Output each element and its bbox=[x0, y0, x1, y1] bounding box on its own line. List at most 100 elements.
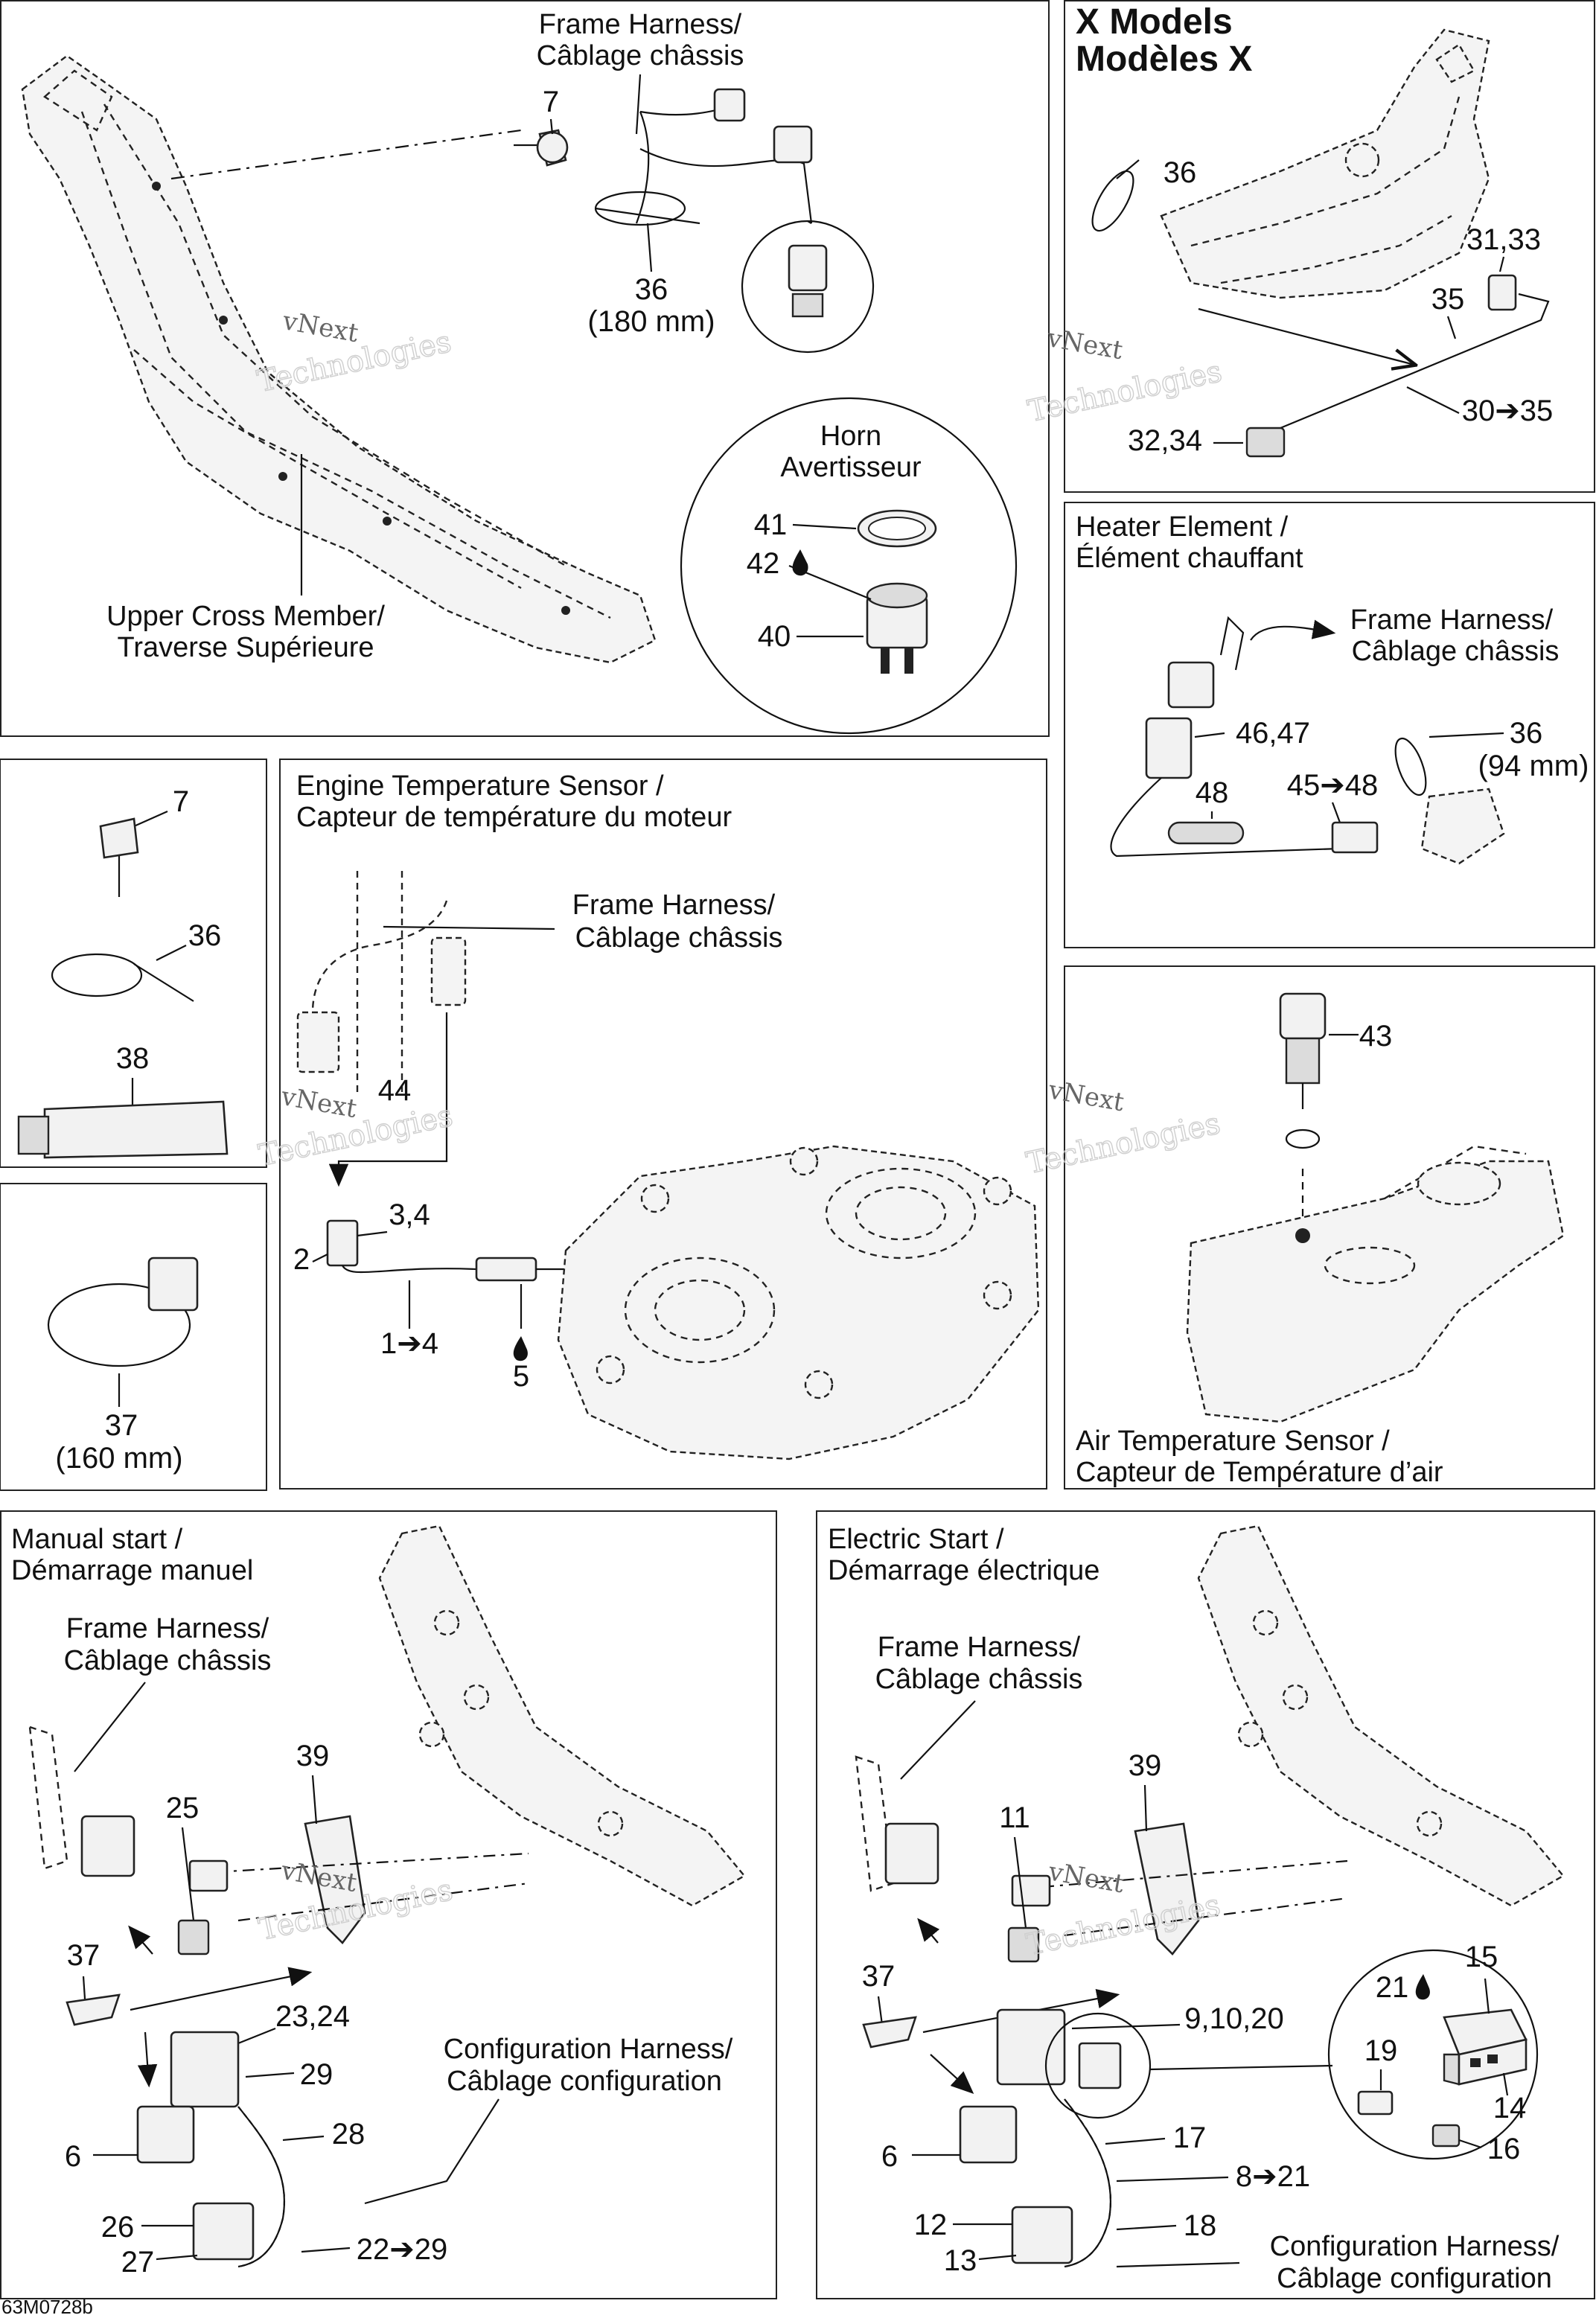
engine-callout-1-4: 1➔4 bbox=[380, 1327, 438, 1360]
x-models-title-fr: Modèles X bbox=[1076, 39, 1252, 79]
horn-detail bbox=[680, 397, 1018, 735]
svg-text:vNext: vNext bbox=[1044, 323, 1126, 365]
manual-harness-label-fr: Câblage châssis bbox=[64, 1645, 272, 1676]
heater-title: Heater Element / bbox=[1076, 511, 1289, 543]
heater-callout-48: 48 bbox=[1196, 776, 1229, 809]
electric-config-label-fr: Câblage configuration bbox=[1277, 2263, 1552, 2294]
engine-callout-3-4: 3,4 bbox=[389, 1198, 430, 1231]
manual-callout-29: 29 bbox=[300, 2058, 333, 2091]
heater-callout-36: 36 bbox=[1510, 717, 1543, 750]
grease-drop-icon bbox=[1415, 1974, 1430, 2000]
engine-temp-title: Engine Temperature Sensor / bbox=[296, 770, 664, 802]
manual-callout-39: 39 bbox=[296, 1740, 330, 1772]
air-callout-43: 43 bbox=[1359, 1020, 1393, 1053]
panel-manual-start: Manual start / Démarrage manuel Frame Ha… bbox=[0, 1510, 777, 2299]
engine-callout-44: 44 bbox=[378, 1074, 412, 1107]
air-temp-title: Air Temperature Sensor / bbox=[1076, 1425, 1390, 1457]
panel-frame-harness: Frame Harness/ Câblage châssis 7 36 (180… bbox=[0, 0, 1050, 737]
panel-engine-temp: Engine Temperature Sensor / Capteur de t… bbox=[255, 759, 1047, 1490]
callout-41: 41 bbox=[754, 508, 788, 541]
panel-electric-start: Electric Start / Démarrage électrique Fr… bbox=[816, 1510, 1595, 2299]
electric-callout-8-21: 8➔21 bbox=[1236, 2160, 1310, 2193]
watermark: vNext Technologies bbox=[1023, 1856, 1224, 1963]
x-callout-30-35: 30➔35 bbox=[1462, 395, 1554, 427]
airbox-drawing bbox=[1186, 1145, 1565, 1423]
manual-callout-28: 28 bbox=[332, 2118, 366, 2151]
frame-harness-label-fr: Câblage châssis bbox=[537, 40, 744, 71]
x-models-title: X Models bbox=[1076, 2, 1233, 42]
hw-callout-37: 37 bbox=[105, 1409, 138, 1442]
upper-cross-member-label: Upper Cross Member/ bbox=[106, 601, 385, 632]
callout-40: 40 bbox=[758, 620, 791, 653]
electric-callout-14: 14 bbox=[1493, 2092, 1527, 2124]
electric-callout-13: 13 bbox=[944, 2244, 977, 2277]
svg-text:Technologies: Technologies bbox=[1024, 1888, 1224, 1962]
engine-callout-2: 2 bbox=[293, 1243, 310, 1276]
upper-cross-member-drawing bbox=[21, 54, 657, 664]
watermark: vNext Technologies bbox=[1024, 323, 1225, 430]
frame-harness-label: Frame Harness/ bbox=[539, 9, 742, 40]
electric-harness-label: Frame Harness/ bbox=[878, 1632, 1081, 1663]
electric-callout-15: 15 bbox=[1465, 1941, 1498, 1973]
bracket-drawing bbox=[28, 1524, 746, 1907]
manual-config-label-fr: Câblage configuration bbox=[447, 2066, 722, 2097]
fuse-box-detail bbox=[1327, 1949, 1539, 2160]
grease-drop-icon bbox=[513, 1336, 528, 1361]
bracket-drawing bbox=[855, 1524, 1565, 1907]
watermark: vNext Technologies bbox=[1023, 1075, 1224, 1181]
upper-cross-member-label-fr: Traverse Supérieure bbox=[118, 632, 374, 663]
electric-callout-12: 12 bbox=[914, 2209, 948, 2241]
grease-drop-icon bbox=[792, 549, 808, 576]
electric-harness-label-fr: Câblage châssis bbox=[875, 1664, 1083, 1695]
panel-air-temp: 43 Air Temperature Sensor / Capteur de T… bbox=[1023, 965, 1595, 1490]
engine-harness-label: Frame Harness/ bbox=[572, 890, 776, 921]
cylinder-head-drawing bbox=[557, 1145, 1040, 1460]
x-callout-35: 35 bbox=[1431, 283, 1465, 316]
manual-callout-26: 26 bbox=[101, 2211, 135, 2244]
electric-callout-37: 37 bbox=[862, 1960, 896, 1993]
heater-title-fr: Élément chauffant bbox=[1076, 542, 1303, 574]
electric-callout-16: 16 bbox=[1487, 2133, 1521, 2165]
callout-tie: 36 bbox=[635, 273, 668, 306]
manual-start-title-fr: Démarrage manuel bbox=[11, 1555, 253, 1586]
svg-text:vNext: vNext bbox=[1046, 1075, 1127, 1117]
electric-callout-21: 21 bbox=[1376, 1971, 1409, 2004]
engine-callout-5: 5 bbox=[513, 1360, 529, 1393]
heater-callout-45-48: 45➔48 bbox=[1287, 769, 1379, 802]
x-callout-31-33: 31,33 bbox=[1466, 223, 1541, 256]
manual-callout-27: 27 bbox=[121, 2246, 155, 2279]
frame-harness-drawing bbox=[514, 88, 813, 226]
electric-start-title: Electric Start / bbox=[828, 1524, 1004, 1555]
heater-harness-label-fr: Câblage châssis bbox=[1352, 636, 1560, 667]
electric-config-label: Configuration Harness/ bbox=[1270, 2231, 1560, 2262]
electric-callout-11: 11 bbox=[999, 1801, 1030, 1834]
x-callout-36: 36 bbox=[1164, 156, 1197, 189]
manual-config-label: Configuration Harness/ bbox=[444, 2034, 733, 2065]
fuse-holder-detail-circle bbox=[1044, 2012, 1152, 2119]
hw-callout-36: 36 bbox=[188, 919, 222, 952]
svg-text:Technologies: Technologies bbox=[1024, 1106, 1224, 1181]
callout-42: 42 bbox=[747, 547, 780, 580]
callout-tie-size: (180 mm) bbox=[587, 305, 715, 338]
fuel-tank-drawing bbox=[1160, 28, 1490, 299]
manual-callout-23-24: 23,24 bbox=[275, 2000, 350, 2033]
panel-heater: Heater Element / Élément chauffant Frame… bbox=[1064, 502, 1595, 948]
x-callout-32-34: 32,34 bbox=[1128, 424, 1202, 457]
svg-text:Technologies: Technologies bbox=[1025, 354, 1225, 429]
electric-start-title-fr: Démarrage électrique bbox=[828, 1555, 1099, 1586]
horn-title: Horn bbox=[820, 421, 881, 452]
hw-callout-7: 7 bbox=[173, 785, 189, 818]
svg-text:vNext: vNext bbox=[278, 1082, 360, 1124]
drawing-code: 63M0728b bbox=[1, 2296, 93, 2318]
panel-x-models: X Models Modèles X 36 31,33 35 30➔35 32,… bbox=[1024, 0, 1595, 493]
electric-callout-39: 39 bbox=[1129, 1749, 1162, 1782]
watermark: vNext Technologies bbox=[255, 1082, 456, 1174]
electric-callout-18: 18 bbox=[1184, 2209, 1217, 2242]
air-temp-title-fr: Capteur de Température d’air bbox=[1076, 1457, 1443, 1488]
watermark: vNext Technologies bbox=[254, 306, 455, 400]
panel-hardware: 7 36 38 37 (160 mm) bbox=[0, 759, 267, 1491]
manual-callout-37: 37 bbox=[67, 1939, 100, 1972]
electric-callout-6: 6 bbox=[881, 2140, 898, 2173]
horn-title-fr: Avertisseur bbox=[780, 452, 922, 483]
